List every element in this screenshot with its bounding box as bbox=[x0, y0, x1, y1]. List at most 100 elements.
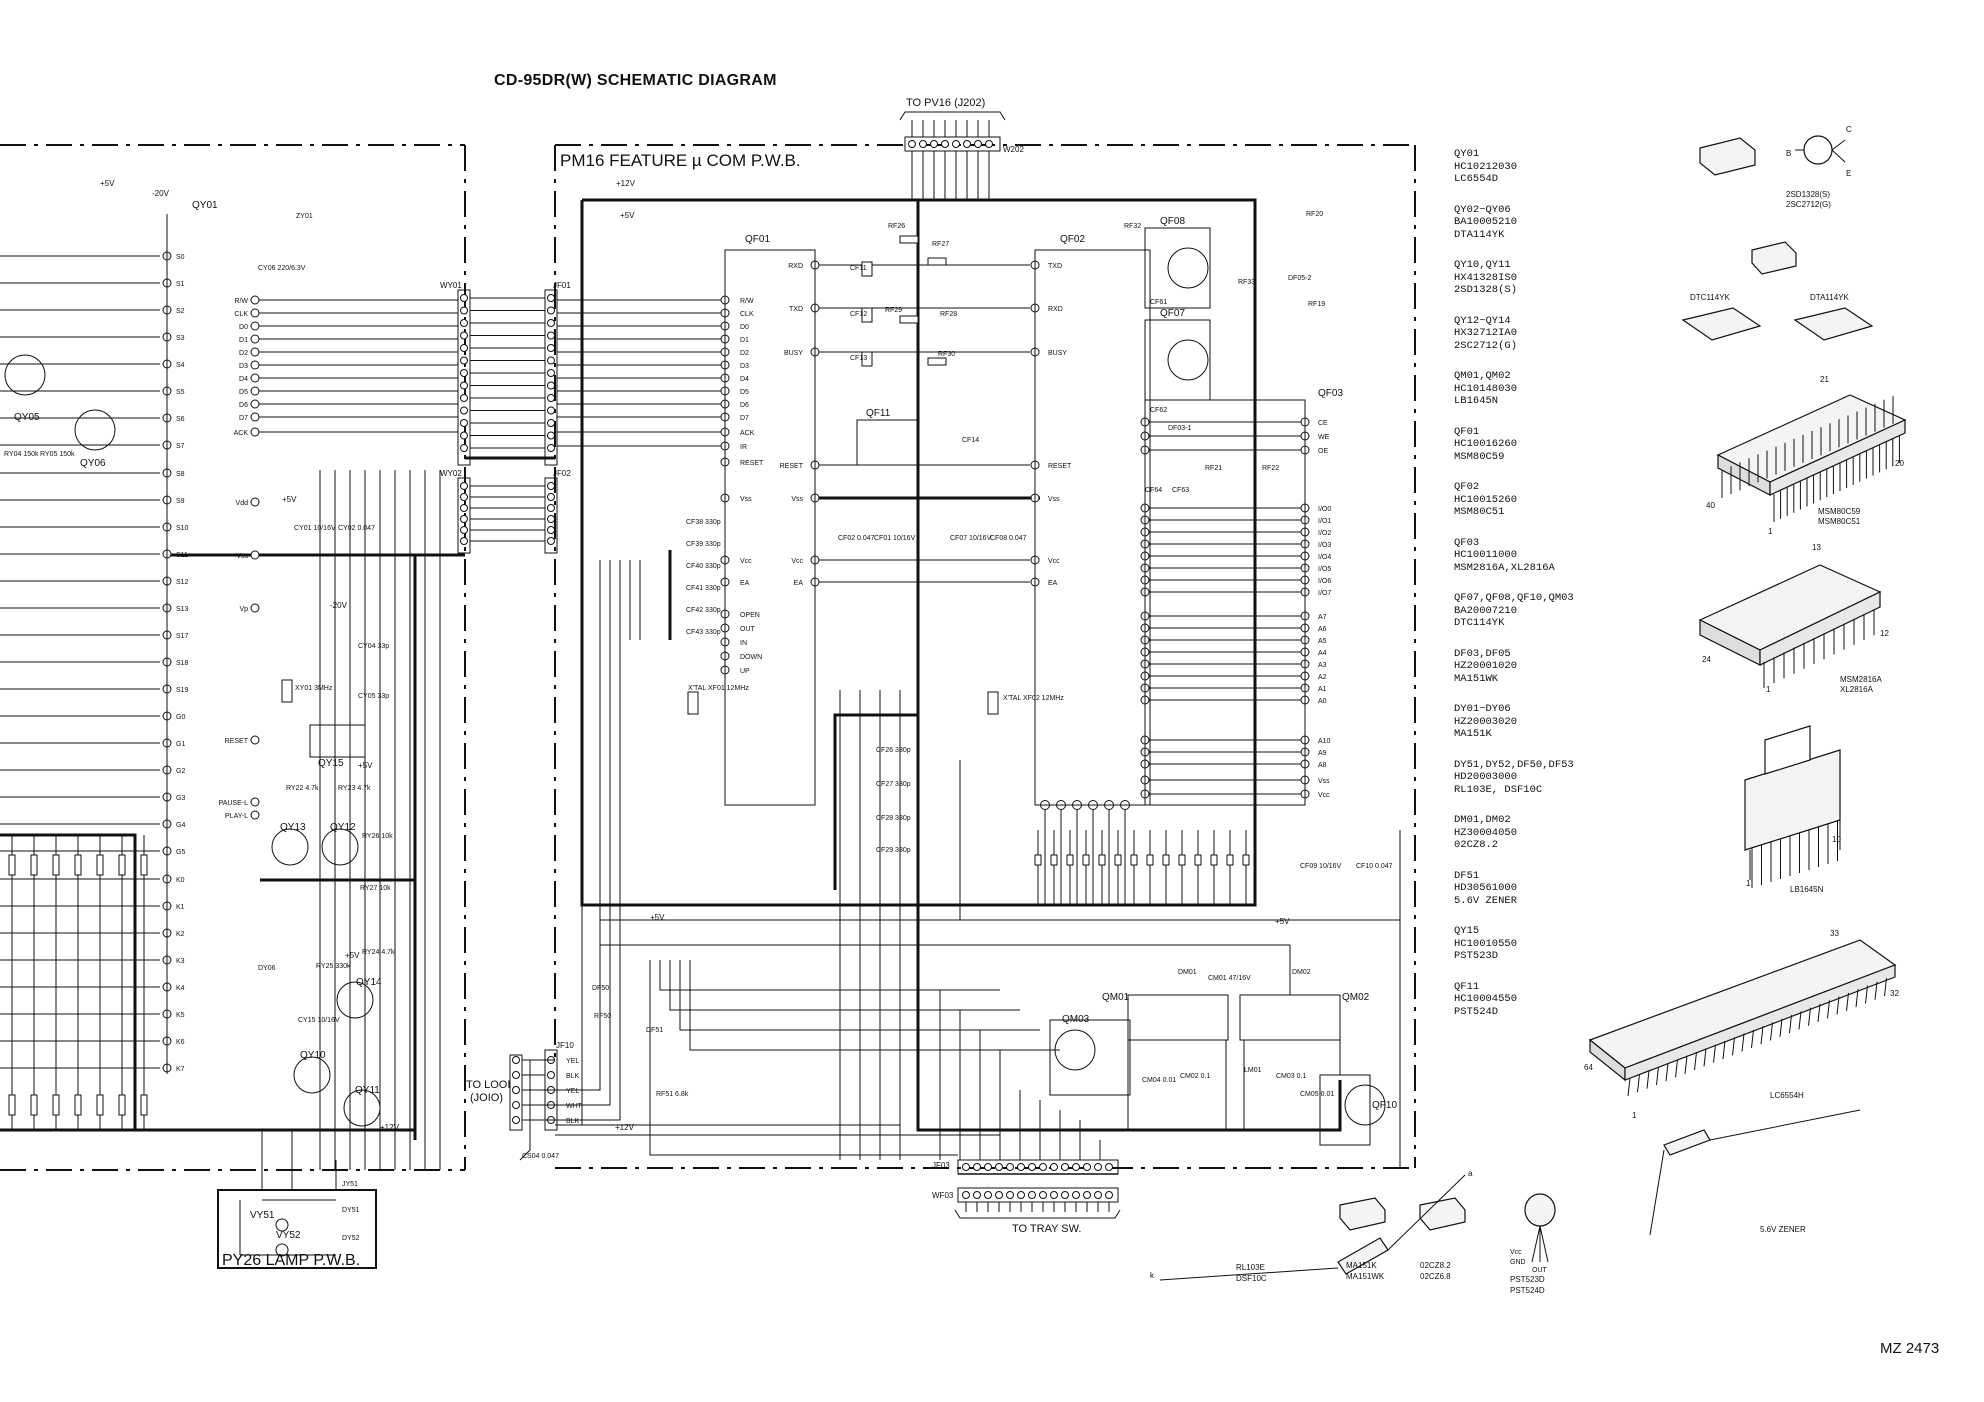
wire-color-4: WHT bbox=[566, 1103, 583, 1110]
qf03-pin-label: A4 bbox=[1318, 650, 1327, 657]
rail-p5v-label-4: +5V bbox=[1275, 917, 1290, 926]
jf03-label: JF03 bbox=[932, 1161, 950, 1170]
jf03-pin bbox=[1006, 1163, 1014, 1171]
w202-pin bbox=[908, 140, 916, 148]
wy02-pin bbox=[460, 537, 468, 545]
wy01-label: WY01 bbox=[440, 281, 462, 290]
qf07-body bbox=[1144, 319, 1211, 401]
xf01-crystal bbox=[687, 691, 699, 715]
qf11-label: QF11 bbox=[866, 408, 891, 419]
parts-ref: DF03,DF05 bbox=[1454, 647, 1511, 660]
qy01-left-pin-label: CLK bbox=[234, 311, 248, 318]
pin-labels: S0S1S2S3S4S5S6S7S8S9S10S11S12S13S17S18S1… bbox=[176, 254, 1331, 1073]
wy02-pin bbox=[460, 493, 468, 501]
qf02-pin-label: BUSY bbox=[1048, 350, 1067, 357]
cs04-label: CS04 0.047 bbox=[522, 1153, 559, 1160]
df51-label: DF51 bbox=[646, 1027, 663, 1034]
zy01-label: ZY01 bbox=[296, 213, 313, 220]
qf01-pin-label: CLK bbox=[740, 311, 754, 318]
part-number: DTA114YK bbox=[1454, 228, 1505, 241]
qf03-pin-label: A8 bbox=[1318, 762, 1327, 769]
xf01-label: X'TAL XF01 12MHz bbox=[688, 685, 749, 692]
cm05-label: CM05 0.01 bbox=[1300, 1091, 1334, 1098]
qfp-pin bbox=[1627, 1077, 1631, 1097]
qfp-pin bbox=[1827, 1000, 1830, 1019]
qm03-transistor bbox=[1054, 1029, 1096, 1071]
jy51-label: JY51 bbox=[342, 1181, 358, 1188]
qy01-left-pin-pad bbox=[250, 797, 260, 807]
pin-b-label: B bbox=[1786, 149, 1791, 158]
qy14-transistor bbox=[336, 981, 374, 1019]
qy01-left-pin-label: D3 bbox=[239, 363, 248, 370]
wy01-pin bbox=[460, 331, 468, 340]
wy01-pin bbox=[460, 406, 468, 415]
part-number: 5.6V ZENER bbox=[1454, 894, 1518, 907]
wf03-pin bbox=[1061, 1191, 1069, 1199]
rail-p12v-label: +12V bbox=[616, 179, 636, 188]
cap-row-component bbox=[1098, 854, 1106, 866]
cap-row-component bbox=[1242, 854, 1250, 866]
qf07-transistor bbox=[1167, 339, 1209, 381]
wf03-pin bbox=[962, 1191, 970, 1199]
document-number: MZ 2473 bbox=[1880, 1340, 1940, 1357]
wf03-pin bbox=[1028, 1191, 1036, 1199]
jf03-pin bbox=[1083, 1163, 1091, 1171]
cf08-label: CF08 0.047 bbox=[990, 535, 1027, 542]
qy01-pin-label: S6 bbox=[176, 416, 185, 423]
part-number: HZ20001020 bbox=[1454, 660, 1518, 672]
qf08-transistor bbox=[1167, 247, 1209, 289]
part-number: HC10011000 bbox=[1454, 549, 1518, 561]
qy01-left-pin-label: D5 bbox=[239, 389, 248, 396]
w202-pin bbox=[941, 140, 949, 148]
qfp-pin bbox=[1865, 985, 1868, 1004]
parts-ref: QY02~QY06 bbox=[1454, 203, 1511, 216]
jf01-pin bbox=[547, 431, 555, 440]
part-number: RL103E, DSF10C bbox=[1454, 783, 1543, 796]
part-number: HC10015260 bbox=[1454, 493, 1518, 506]
qf01-pin-label: D6 bbox=[740, 402, 749, 409]
qy01-pin-label: S9 bbox=[176, 498, 185, 505]
jf01-pin bbox=[547, 294, 555, 302]
qy01-left-pin-label: D7 bbox=[239, 415, 248, 422]
part-number: PST524D bbox=[1454, 1005, 1499, 1018]
qy01-left-pin-pad bbox=[250, 386, 260, 396]
rail-m20v-label-2: -20V bbox=[330, 601, 348, 610]
pkg-lc6554h-label: LC6554H bbox=[1770, 1091, 1804, 1100]
dm01-label: DM01 bbox=[1178, 969, 1197, 976]
cm02-label: CM02 0.1 bbox=[1180, 1073, 1210, 1080]
qf01-right-pin-label: EA bbox=[794, 580, 804, 587]
jf03-pin bbox=[1105, 1163, 1113, 1171]
jf03-pin bbox=[1072, 1163, 1080, 1171]
qm01-label: QM01 bbox=[1102, 992, 1130, 1003]
qy01-left-pin-label: D0 bbox=[239, 324, 248, 331]
qm03-label: QM03 bbox=[1062, 1014, 1090, 1025]
cf39-label: CF39 330p bbox=[686, 541, 721, 548]
jf03-pin bbox=[962, 1163, 970, 1171]
qy01-pin-label: G0 bbox=[176, 714, 185, 721]
pin24-label: 24 bbox=[1702, 655, 1711, 664]
wf03-pin bbox=[1050, 1191, 1058, 1199]
part-number: HD20003000 bbox=[1454, 771, 1518, 783]
cf-cap bbox=[861, 307, 873, 323]
pin32-label: 32 bbox=[1890, 989, 1899, 998]
wf03-label: WF03 bbox=[932, 1191, 954, 1200]
qf03-pin-label: A2 bbox=[1318, 674, 1327, 681]
wy02-pin bbox=[460, 482, 468, 490]
py26-board bbox=[217, 1189, 377, 1269]
bottom-left-cap bbox=[52, 854, 60, 876]
pkg-2sc2712-label: 2SC2712(G) bbox=[1786, 200, 1831, 209]
cy01-label: CY01 10/16V bbox=[294, 525, 336, 532]
qf01-pin-label: IN bbox=[740, 640, 747, 647]
qf01-right-pin-label: RESET bbox=[780, 463, 804, 470]
jf02-pin bbox=[547, 526, 555, 534]
jf02-pin bbox=[547, 504, 555, 512]
rf33-label: RF33 bbox=[1238, 279, 1255, 286]
jf01-pin bbox=[547, 306, 555, 315]
ground-bus bbox=[0, 198, 1342, 1140]
xy01-label: XY01 3MHz bbox=[295, 685, 333, 692]
ry26-label: RY26 10k bbox=[362, 833, 393, 840]
qy15-label: QY15 bbox=[318, 758, 344, 769]
lool-connector bbox=[509, 1054, 523, 1131]
part-number: HZ30004050 bbox=[1454, 826, 1518, 839]
